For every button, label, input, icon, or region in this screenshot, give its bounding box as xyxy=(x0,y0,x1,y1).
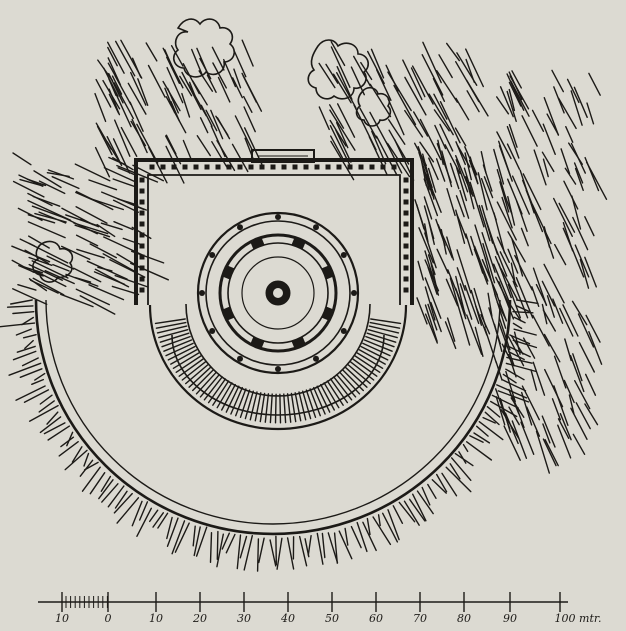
rotunda-tholos xyxy=(196,211,360,375)
scale-bar-ticks xyxy=(61,592,561,612)
tree-outline-left xyxy=(172,18,236,78)
embankment-hatching-arc xyxy=(0,299,539,572)
rotunda-piers xyxy=(199,214,357,372)
rotunda-outer-ring-inner xyxy=(205,220,351,366)
rotunda-outer-ring xyxy=(196,211,360,375)
scale-label-40: 40 xyxy=(280,612,295,625)
enclosure-walls xyxy=(134,149,414,305)
tree-outline-small xyxy=(355,86,392,127)
scale-label-0: 0 xyxy=(105,612,112,625)
vegetation-hatching-far-right xyxy=(494,69,608,474)
rotunda-center xyxy=(265,280,291,306)
vegetation-hatching-right xyxy=(414,139,515,364)
scale-label-60: 60 xyxy=(369,612,383,625)
tree-outline-middle xyxy=(307,39,370,100)
curved-steps xyxy=(148,303,408,431)
rotunda-cella-inner xyxy=(227,242,329,344)
rotunda-cella-wall xyxy=(218,233,338,353)
scale-label-50: 50 xyxy=(325,612,339,625)
scale-label-20: 20 xyxy=(192,612,207,625)
scale-label-100-mtr: 100 mtr. xyxy=(555,612,602,625)
scale-label-70: 70 xyxy=(413,612,427,625)
scale-label-80: 80 xyxy=(457,612,471,625)
tree-outline-far-left xyxy=(32,240,74,283)
colonnade-columns xyxy=(139,164,409,293)
vegetation-hatching-top-middle xyxy=(318,41,489,181)
tree-outlines xyxy=(32,18,392,283)
scale-label-30: 30 xyxy=(237,612,251,625)
steps-shading xyxy=(154,318,402,424)
semicircular-terrace xyxy=(34,299,512,536)
vegetation-hatching-left xyxy=(11,152,170,315)
scale-label-90: 90 xyxy=(503,612,517,625)
rotunda-inner-ring xyxy=(241,256,315,330)
central-pedestal-core xyxy=(273,288,283,298)
scale-bar: 10 0 10 20 30 40 50 60 70 80 90 100 mtr. xyxy=(38,592,601,625)
scale-label-minus-10: 10 xyxy=(55,612,69,625)
scale-label-10: 10 xyxy=(149,612,163,625)
vegetation-hatching-top-left xyxy=(94,39,263,184)
